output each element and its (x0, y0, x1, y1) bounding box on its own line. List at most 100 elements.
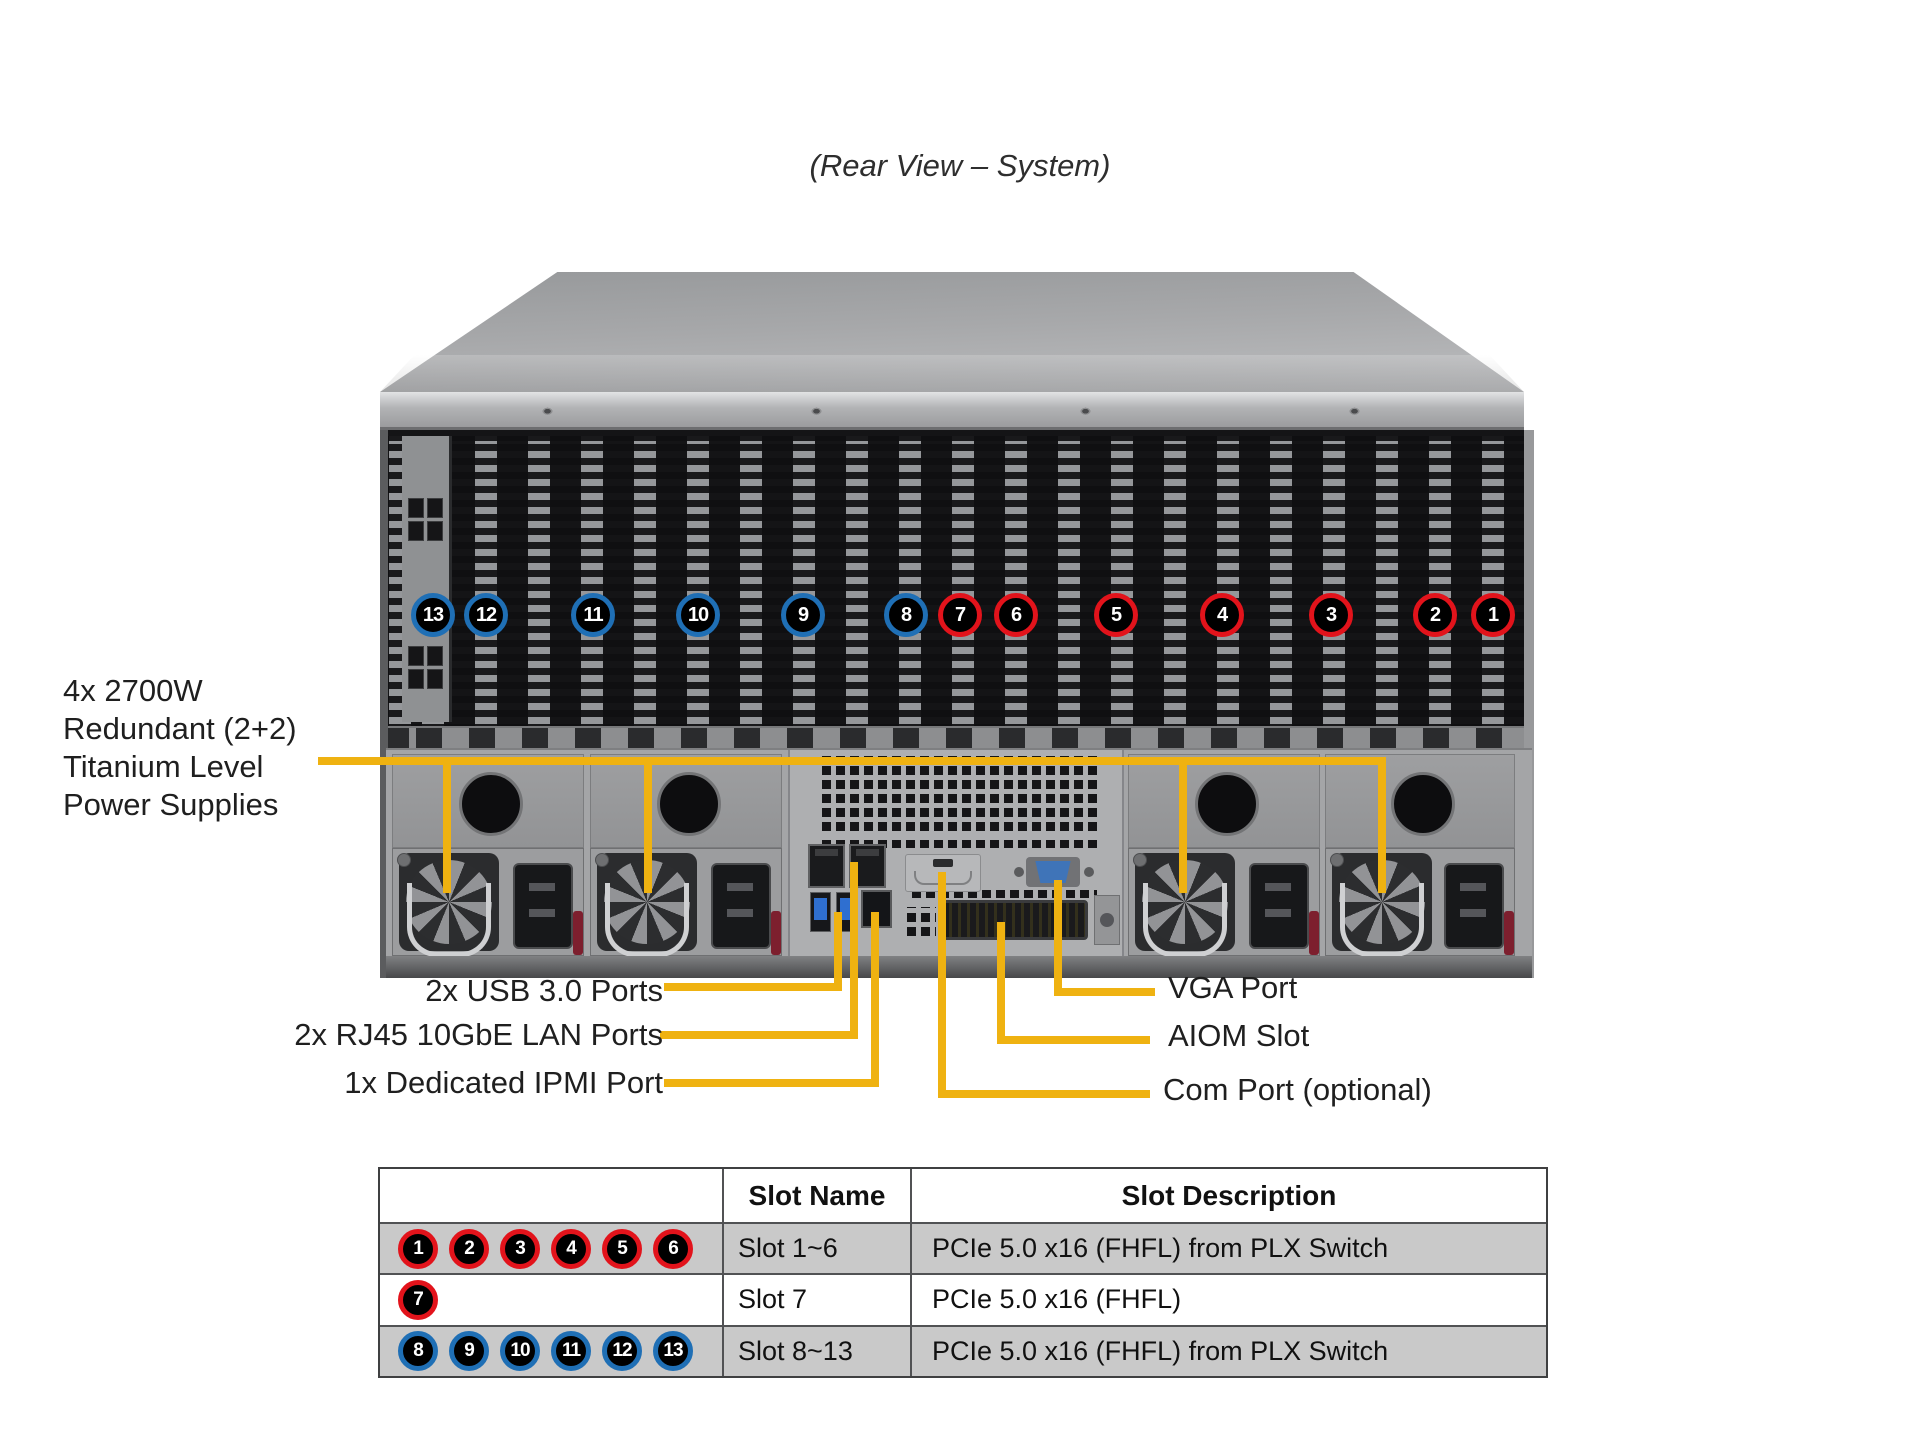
pcie-slot-brackets (386, 436, 1532, 726)
psu-release-tab-2 (771, 911, 781, 955)
callout-line-psu-drop-3 (1179, 757, 1187, 893)
chassis-top-cover (380, 272, 1524, 392)
callout-line-psu-drop-1 (443, 757, 451, 893)
rear-io-panel (788, 750, 1124, 956)
table-badge-10: 10 (500, 1331, 540, 1372)
psu-release-tab-1 (573, 911, 583, 955)
row1-slot-description: PCIe 5.0 x16 (FHFL) from PLX Switch (910, 1224, 1546, 1274)
psu-label-line2: Redundant (2+2) (63, 711, 297, 746)
psu-label-line4: Power Supplies (63, 787, 279, 822)
chassis-slot-badge-8: 8 (884, 593, 928, 637)
callout-line-psu-horizontal (318, 757, 1386, 765)
power-connector-block-bottom (408, 646, 446, 689)
callout-line-com-horizontal (938, 1090, 1150, 1098)
row3-badges: 8 9 10 11 12 13 (380, 1327, 722, 1376)
psu-blank-panel-2 (590, 754, 782, 848)
psu-screw (1133, 853, 1147, 867)
lan-ports-label: 2x RJ45 10GbE LAN Ports (294, 1017, 663, 1052)
callout-line-lan-vertical (850, 862, 858, 1039)
chassis-slot-badge-5: 5 (1094, 593, 1138, 637)
chassis-slot-badge-9: 9 (781, 593, 825, 637)
psu-label-line1: 4x 2700W (63, 673, 203, 708)
header-slot-name: Slot Name (722, 1169, 910, 1222)
row2-badges: 7 (380, 1275, 722, 1324)
table-badge-9: 9 (449, 1331, 489, 1372)
chassis-top-cover-edge (380, 355, 1524, 392)
vent-grid-top (817, 756, 1097, 836)
chassis-slot-badge-4: 4 (1200, 593, 1244, 637)
callout-line-usb-vertical (834, 912, 842, 991)
chassis-slot-badge-10: 10 (676, 593, 720, 637)
psu-module-3 (1128, 848, 1320, 957)
row2-slot-name: Slot 7 (722, 1275, 910, 1325)
lan-port-1 (808, 844, 845, 888)
usb3-port-1 (810, 892, 831, 932)
callout-line-ipmi-vertical (871, 912, 879, 1087)
power-connector-block-top (408, 498, 446, 541)
chassis-slot-badge-3: 3 (1309, 593, 1353, 637)
slot-table-header: Slot Name Slot Description (380, 1169, 1546, 1222)
power-connector-column (402, 436, 452, 722)
table-row-slots-1-6: 1 2 3 4 5 6 Slot 1~6 PCIe 5.0 x16 (FHFL)… (380, 1222, 1546, 1274)
chassis-slot-badge-7: 7 (938, 593, 982, 637)
chassis-right-edge (1524, 430, 1534, 978)
psu-screw (595, 853, 609, 867)
table-badge-5: 5 (602, 1228, 642, 1269)
aiom-slot (940, 900, 1088, 940)
callout-line-ipmi-horizontal (664, 1079, 879, 1087)
aiom-slot-label: AIOM Slot (1168, 1018, 1310, 1053)
figure-title: (Rear View – System) (809, 148, 1111, 183)
slot-table: Slot Name Slot Description 1 2 3 4 5 6 S… (378, 1167, 1548, 1378)
callout-line-psu-drop-4 (1378, 757, 1386, 893)
chassis-slot-badge-13: 13 (411, 593, 455, 637)
row3-slot-description: PCIe 5.0 x16 (FHFL) from PLX Switch (910, 1326, 1546, 1376)
table-badge-3: 3 (500, 1228, 540, 1269)
row3-slot-name: Slot 8~13 (722, 1326, 910, 1376)
ac-inlet-1 (513, 863, 573, 949)
header-slot-description: Slot Description (910, 1169, 1546, 1222)
chassis-slot-badge-12: 12 (464, 593, 508, 637)
ac-inlet-3 (1249, 863, 1309, 949)
com-port-label: Com Port (optional) (1163, 1072, 1432, 1107)
callout-line-vga-horizontal (1054, 988, 1155, 996)
chassis-top-rail (380, 392, 1524, 430)
row1-slot-name: Slot 1~6 (722, 1224, 910, 1274)
vent-row-lower (907, 890, 1097, 903)
psu-blank-panel-4 (1325, 754, 1515, 848)
callout-line-usb-horizontal (664, 983, 842, 991)
callout-line-aiom-horizontal (997, 1036, 1150, 1044)
psu-screw (1330, 853, 1344, 867)
psu-label-line3: Titanium Level (63, 749, 264, 784)
psu-release-tab-3 (1309, 911, 1319, 955)
table-row-slot-7: 7 Slot 7 PCIe 5.0 x16 (FHFL) (380, 1273, 1546, 1325)
psu-module-2 (590, 848, 782, 957)
row2-slot-description: PCIe 5.0 x16 (FHFL) (910, 1275, 1546, 1325)
table-badge-11: 11 (551, 1331, 591, 1372)
ipmi-port-label: 1x Dedicated IPMI Port (344, 1065, 663, 1100)
vent-block-small (902, 907, 936, 941)
psu-blank-panel-1 (392, 754, 584, 848)
table-badge-1: 1 (398, 1228, 438, 1269)
vent-row-mid (817, 840, 1097, 853)
table-badge-6: 6 (653, 1228, 693, 1269)
vga-port (1026, 857, 1080, 887)
psu-module-1 (392, 848, 584, 957)
pcie-slot-area (386, 430, 1532, 730)
psu-io-band (386, 748, 1532, 957)
vga-port-label: VGA Port (1168, 970, 1298, 1005)
psu-module-4 (1325, 848, 1515, 957)
ac-inlet-4 (1444, 863, 1504, 949)
callout-line-aiom-vertical (997, 922, 1005, 1044)
header-badges-column (380, 1169, 722, 1222)
usb-ports-label: 2x USB 3.0 Ports (425, 973, 663, 1008)
chassis-bottom-edge (386, 956, 1532, 978)
callout-line-psu-drop-2 (644, 757, 652, 893)
table-badge-12: 12 (602, 1331, 642, 1372)
bracket-foot-rail (386, 726, 1532, 748)
chassis-slot-badge-2: 2 (1413, 593, 1457, 637)
table-row-slots-8-13: 8 9 10 11 12 13 Slot 8~13 PCIe 5.0 x16 (… (380, 1324, 1546, 1376)
row1-badges: 1 2 3 4 5 6 (380, 1224, 722, 1273)
psu-blank-panel-3 (1128, 754, 1320, 848)
table-badge-4: 4 (551, 1228, 591, 1269)
